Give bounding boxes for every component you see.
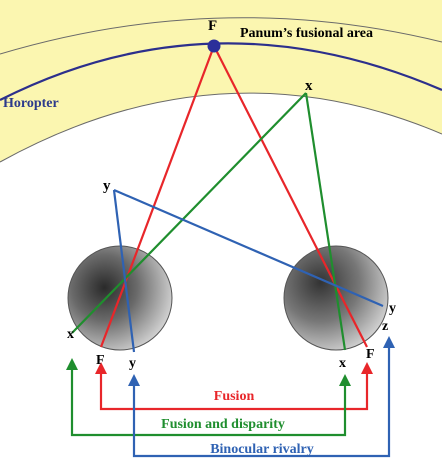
legend-fusion: Fusion [214,389,255,404]
fusion-connector [99,372,369,411]
point-x-label: x [305,78,313,94]
rivalry-arrow-left [128,374,140,386]
fusion-arrow-left [95,362,107,374]
panums-fusional-area-label: Panum’s fusional area [240,26,373,41]
rivalry-ray-left [112,189,136,353]
disparity-ray-right [304,92,347,351]
point-y-label: y [103,178,111,194]
right-eye-f-label: F [366,347,375,362]
rivalry-ray-right [113,188,384,308]
legend-fusion-and-disparity: Fusion and disparity [161,417,285,432]
rivalry-connector [132,346,391,458]
band-lower-edge [0,92,442,163]
disparity-connector [70,368,347,437]
band-upper-edge [0,17,442,55]
left-eye-y-label: y [129,356,136,371]
legend-binocular-rivalry: Binocular rivalry [210,442,314,457]
right-eye-x-label: x [339,356,346,371]
fusion-ray-left [99,45,216,348]
fusion-arrow-right [361,362,373,374]
right-eye-y-label: y [389,301,396,316]
rivalry-arrow-right [383,336,395,348]
horopter-label: Horopter [3,96,59,111]
disparity-arrow-right [339,374,351,386]
right-eye-z-label: z [382,319,388,334]
fusion-ray-right [213,45,368,348]
panums-fusional-area-band [0,0,442,162]
fixation-label: F [208,18,217,34]
disparity-ray-left [71,92,307,334]
disparity-arrow-left [66,358,78,370]
left-eye-f-label: F [96,353,105,368]
fixation-point-dot [207,39,221,53]
left-eye-x-label: x [67,327,74,342]
